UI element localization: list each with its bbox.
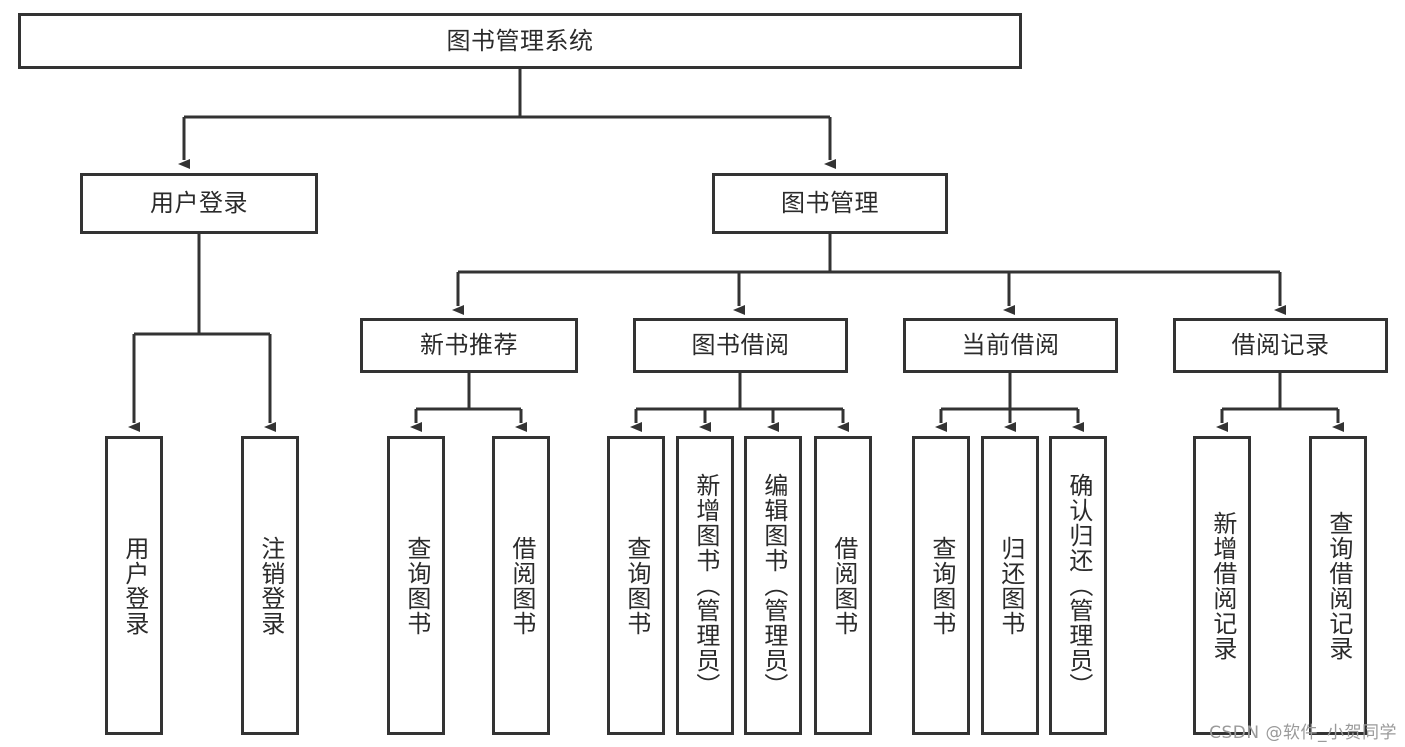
node-borrow-record[interactable]: 借阅记录 (1173, 318, 1388, 373)
leaf-borrow-add-book[interactable]: 新增图书（管理员） (676, 436, 734, 735)
node-label: 图书管理系统 (446, 26, 594, 55)
node-label: 注销登录 (256, 535, 285, 636)
leaf-borrow-edit-book[interactable]: 编辑图书（管理员） (744, 436, 802, 735)
leaf-borrow-query-book[interactable]: 查询图书 (607, 436, 665, 735)
leaf-new-book-borrow[interactable]: 借阅图书 (492, 436, 550, 735)
csdn-watermark: CSDN @软件_小贺同学 (1209, 723, 1397, 743)
node-label: 新书推荐 (420, 331, 518, 360)
node-label: 借阅图书 (507, 535, 536, 636)
node-label: 确认归还（管理员） (1064, 473, 1093, 698)
node-label: 新增借阅记录 (1208, 510, 1237, 661)
node-label: 用户登录 (120, 535, 149, 636)
node-new-book-recommend[interactable]: 新书推荐 (360, 318, 578, 373)
node-label: 用户登录 (150, 189, 248, 218)
node-label: 新增图书（管理员） (691, 473, 720, 698)
node-label: 借阅图书 (829, 535, 858, 636)
node-book-borrow[interactable]: 图书借阅 (633, 318, 848, 373)
leaf-current-return-book[interactable]: 归还图书 (981, 436, 1039, 735)
node-label: 编辑图书（管理员） (759, 473, 788, 698)
node-book-management[interactable]: 图书管理 (712, 173, 948, 234)
leaf-user-login-logout[interactable]: 注销登录 (241, 436, 299, 735)
leaf-record-query[interactable]: 查询借阅记录 (1309, 436, 1367, 735)
node-label: 查询图书 (402, 535, 431, 636)
node-label: 图书管理 (781, 189, 879, 218)
node-root-system[interactable]: 图书管理系统 (18, 13, 1022, 69)
node-current-borrow[interactable]: 当前借阅 (903, 318, 1118, 373)
node-label: 当前借阅 (961, 331, 1060, 360)
node-label: 查询图书 (927, 535, 956, 636)
leaf-new-book-query[interactable]: 查询图书 (387, 436, 445, 735)
node-label: 归还图书 (996, 535, 1025, 636)
node-label: 借阅记录 (1231, 331, 1330, 360)
leaf-current-query-book[interactable]: 查询图书 (912, 436, 970, 735)
leaf-record-add[interactable]: 新增借阅记录 (1193, 436, 1251, 735)
node-user-login[interactable]: 用户登录 (80, 173, 318, 234)
node-label: 图书借阅 (691, 331, 790, 360)
leaf-borrow-borrow-book[interactable]: 借阅图书 (814, 436, 872, 735)
node-label: 查询借阅记录 (1324, 510, 1353, 661)
node-label: 查询图书 (622, 535, 651, 636)
leaf-user-login-login[interactable]: 用户登录 (105, 436, 163, 735)
leaf-current-confirm-return[interactable]: 确认归还（管理员） (1049, 436, 1107, 735)
